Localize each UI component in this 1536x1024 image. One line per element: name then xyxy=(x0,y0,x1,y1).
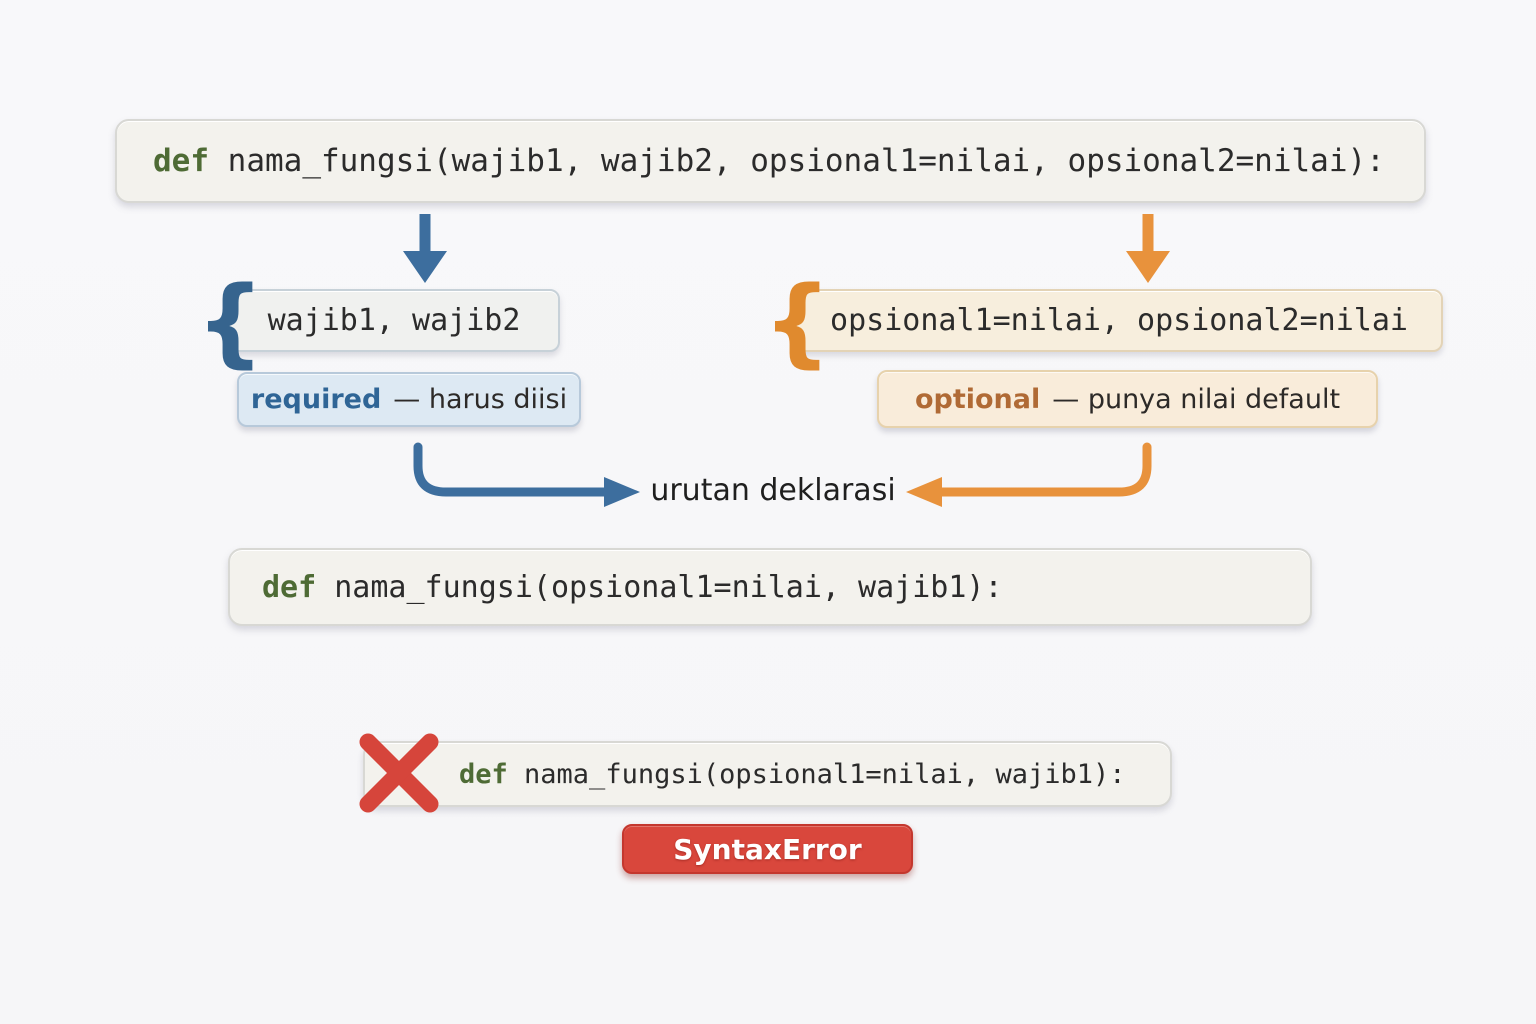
required-label-box: required — harus diisi xyxy=(237,372,581,427)
declaration-order-label: urutan deklarasi xyxy=(650,473,896,508)
required-params-box: wajib1, wajib2 xyxy=(228,289,560,352)
blue-down-arrow xyxy=(403,214,447,283)
required-term: required xyxy=(250,384,382,415)
error-x-icon xyxy=(359,733,439,813)
optional-params-box: opsional1=nilai, opsional2=nilai xyxy=(795,289,1443,352)
required-desc: — harus diisi xyxy=(393,384,568,415)
keyword-def: def xyxy=(153,143,209,179)
optional-brace: { xyxy=(763,266,832,378)
code-text: nama_fungsi(wajib1, wajib2, opsional1=ni… xyxy=(209,143,1385,179)
code-box-invalid: def nama_fungsi(opsional1=nilai, wajib1)… xyxy=(363,741,1172,807)
required-brace: { xyxy=(196,266,265,378)
code-text: nama_fungsi(opsional1=nilai, wajib1): xyxy=(507,758,1126,790)
optional-params-text: opsional1=nilai, opsional2=nilai xyxy=(830,303,1408,338)
optional-term: optional xyxy=(914,383,1041,415)
keyword-def: def xyxy=(262,569,317,605)
blue-curved-arrow xyxy=(413,442,640,507)
code-box-declaration: def nama_fungsi(wajib1, wajib2, opsional… xyxy=(115,119,1426,203)
keyword-def: def xyxy=(459,758,508,790)
code-box-wrong-order: def nama_fungsi(opsional1=nilai, wajib1)… xyxy=(228,548,1312,626)
required-params-text: wajib1, wajib2 xyxy=(267,303,521,338)
code-text: nama_fungsi(opsional1=nilai, wajib1): xyxy=(316,569,1003,605)
optional-label-box: optional — punya nilai default xyxy=(877,370,1378,428)
optional-desc: — punya nilai default xyxy=(1052,383,1341,415)
syntax-error-badge: SyntaxError xyxy=(622,824,913,874)
orange-down-arrow xyxy=(1126,214,1170,283)
orange-curved-arrow xyxy=(906,442,1152,507)
